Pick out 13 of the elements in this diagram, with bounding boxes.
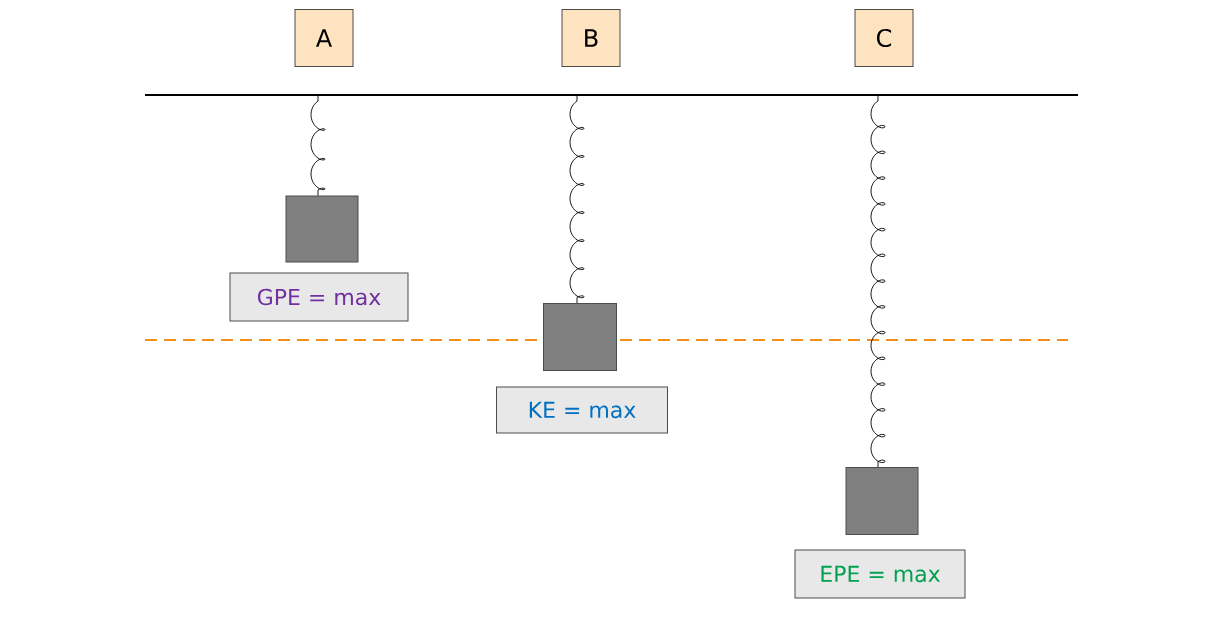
letter-box: C xyxy=(854,9,914,67)
letter-box: B xyxy=(561,9,621,67)
letter-box: A xyxy=(294,9,354,67)
spring-drawing xyxy=(870,94,886,468)
energy-label: GPE = max xyxy=(229,272,409,322)
mass-block xyxy=(845,467,919,535)
energy-label: EPE = max xyxy=(794,549,966,599)
mass-block xyxy=(285,195,359,263)
ceiling-line xyxy=(145,93,1078,97)
spring-drawing xyxy=(310,94,326,196)
mass-block xyxy=(543,303,617,371)
spring-drawing xyxy=(569,94,585,304)
energy-label: KE = max xyxy=(496,386,668,434)
